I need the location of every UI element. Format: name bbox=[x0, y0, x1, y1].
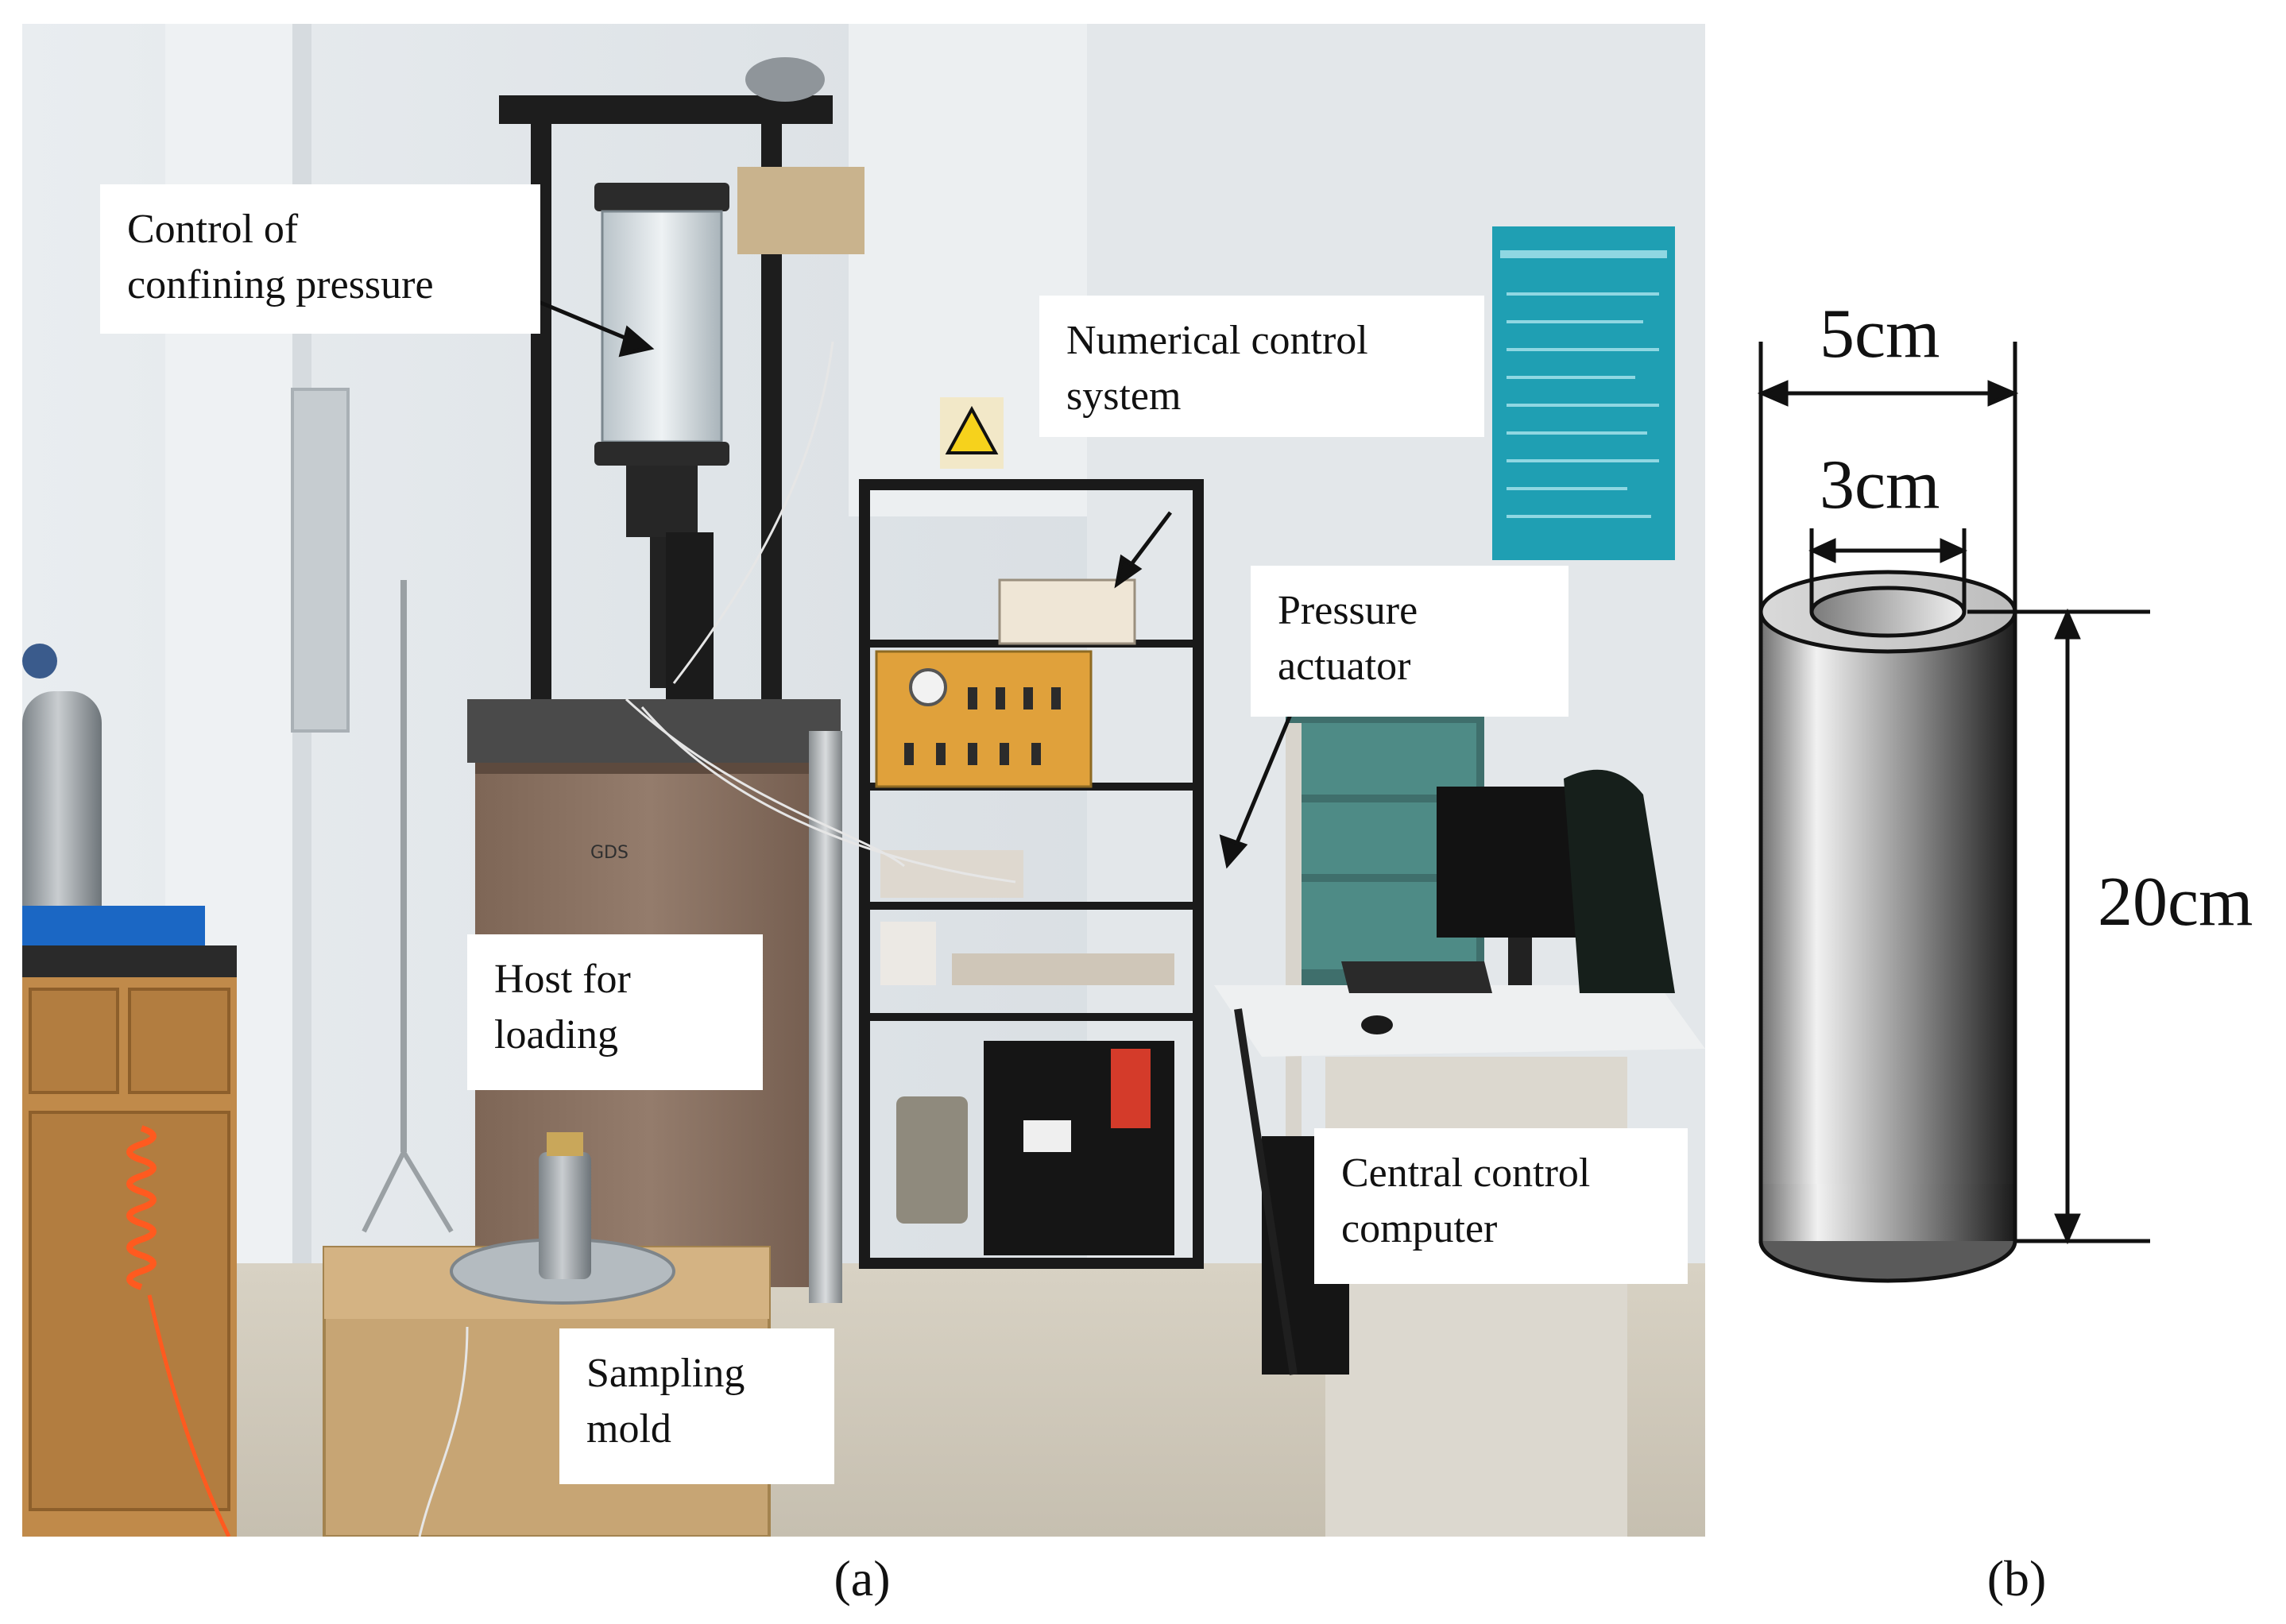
height-dimension bbox=[1967, 608, 2150, 1245]
callout-pressure-actuator: Pressure actuator bbox=[1251, 566, 1568, 717]
callout-confining-pressure: Control of confining pressure bbox=[100, 184, 540, 334]
specimen-diagram bbox=[1705, 0, 2286, 1620]
panel-label-a: (a) bbox=[834, 1550, 891, 1607]
cylinder-hole bbox=[1809, 586, 1967, 638]
outer-diameter-dimension bbox=[1757, 342, 2019, 612]
panel-label-b: (b) bbox=[1986, 1550, 2047, 1607]
inner-diameter-dimension bbox=[1808, 528, 1967, 612]
lab-equipment-photo: GDS bbox=[22, 24, 1705, 1537]
height-label: 20cm bbox=[2098, 864, 2253, 941]
cylinder-body bbox=[1758, 609, 2017, 1243]
svg-text:GDS: GDS bbox=[590, 843, 629, 863]
outer-diameter-label: 5cm bbox=[1820, 296, 1940, 373]
callout-sampling-mold: Sampling mold bbox=[559, 1328, 834, 1484]
callout-central-computer: Central control computer bbox=[1314, 1128, 1688, 1284]
callout-numerical-control: Numerical control system bbox=[1039, 296, 1484, 437]
inner-diameter-label: 3cm bbox=[1820, 447, 1940, 524]
callout-host-loading: Host for loading bbox=[467, 934, 763, 1090]
